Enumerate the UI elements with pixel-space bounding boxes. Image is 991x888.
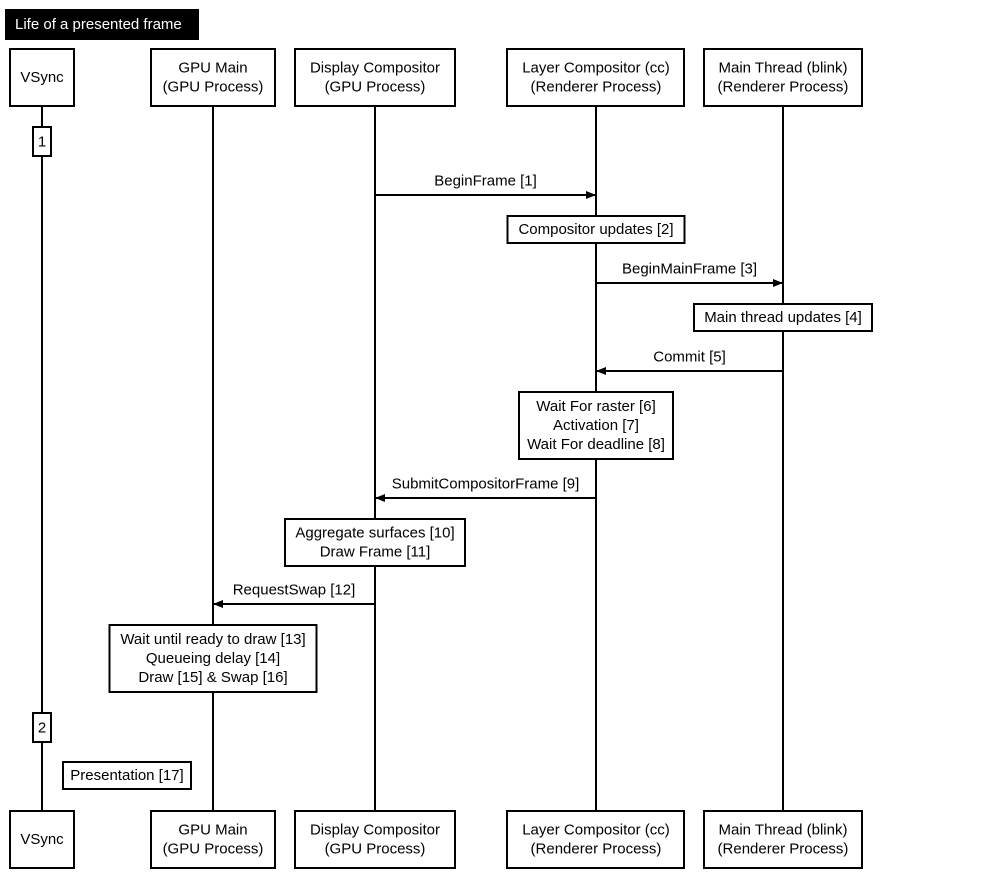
note-box: Main thread updates [4] [693, 303, 873, 332]
participant-label: (Renderer Process) [531, 79, 662, 96]
note-box: Presentation [17] [62, 761, 192, 790]
message-label: BeginFrame [1] [434, 173, 537, 190]
note-text: Draw Frame [11] [320, 544, 431, 561]
diagram-title: Life of a presented frame [5, 9, 199, 40]
participant-label: (GPU Process) [325, 79, 426, 96]
participant-label: (Renderer Process) [531, 841, 662, 858]
note-text: Draw [15] & Swap [16] [138, 669, 287, 686]
participant-vsync-bottom: VSync [9, 810, 75, 869]
participant-label: (Renderer Process) [718, 841, 849, 858]
message-arrow: Commit [5] [596, 349, 783, 375]
participant-layer-compositor-top: Layer Compositor (cc) (Renderer Process) [506, 48, 685, 107]
participant-label: Main Thread (blink) [719, 822, 848, 839]
message-label: Commit [5] [653, 349, 726, 366]
participant-display-compositor-bottom: Display Compositor (GPU Process) [294, 810, 456, 869]
participant-vsync-top: VSync [9, 48, 75, 107]
note-text: Wait until ready to draw [13] [120, 631, 305, 648]
note-box: Wait until ready to draw [13] Queueing de… [108, 624, 318, 693]
participant-gpu-main-top: GPU Main (GPU Process) [150, 48, 276, 107]
participant-layer-compositor-bottom: Layer Compositor (cc) (Renderer Process) [506, 810, 685, 869]
participant-display-compositor-top: Display Compositor (GPU Process) [294, 48, 456, 107]
vsync-marker-label: 1 [38, 134, 46, 151]
participant-label: GPU Main [178, 60, 247, 77]
vsync-marker-label: 2 [38, 720, 46, 737]
participant-label: (GPU Process) [163, 841, 264, 858]
message-arrow: BeginMainFrame [3] [596, 261, 783, 287]
vsync-marker: 1 [32, 126, 52, 157]
note-text: Presentation [17] [70, 767, 183, 784]
participant-label: (Renderer Process) [718, 79, 849, 96]
participant-main-thread-top: Main Thread (blink) (Renderer Process) [703, 48, 863, 107]
participant-label: VSync [20, 831, 64, 848]
participant-label: Main Thread (blink) [719, 60, 848, 77]
participant-label: GPU Main [178, 822, 247, 839]
note-text: Wait For raster [6] [536, 398, 655, 415]
message-label: SubmitCompositorFrame [9] [392, 476, 580, 493]
participant-label: Display Compositor [310, 822, 440, 839]
note-box: Aggregate surfaces [10] Draw Frame [11] [284, 518, 466, 567]
note-box: Compositor updates [2] [506, 215, 686, 244]
participant-label: Layer Compositor (cc) [522, 60, 670, 77]
participant-main-thread-bottom: Main Thread (blink) (Renderer Process) [703, 810, 863, 869]
participant-label: Display Compositor [310, 60, 440, 77]
participant-label: (GPU Process) [325, 841, 426, 858]
note-text: Main thread updates [4] [704, 309, 862, 326]
message-arrow: SubmitCompositorFrame [9] [375, 476, 596, 502]
note-text: Wait For deadline [8] [527, 436, 665, 453]
participant-label: (GPU Process) [163, 79, 264, 96]
participant-gpu-main-bottom: GPU Main (GPU Process) [150, 810, 276, 869]
participant-label: Layer Compositor (cc) [522, 822, 670, 839]
message-label: RequestSwap [12] [233, 582, 356, 599]
participant-label: VSync [20, 69, 64, 86]
note-text: Compositor updates [2] [518, 221, 673, 238]
vsync-marker: 2 [32, 712, 52, 743]
note-text: Aggregate surfaces [10] [295, 525, 454, 542]
message-label: BeginMainFrame [3] [622, 261, 757, 278]
note-text: Queueing delay [14] [146, 650, 280, 667]
message-arrow: BeginFrame [1] [375, 173, 596, 199]
note-text: Activation [7] [553, 417, 639, 434]
note-box: Wait For raster [6] Activation [7] Wait Fo… [518, 391, 674, 460]
message-arrow: RequestSwap [12] [213, 582, 375, 608]
